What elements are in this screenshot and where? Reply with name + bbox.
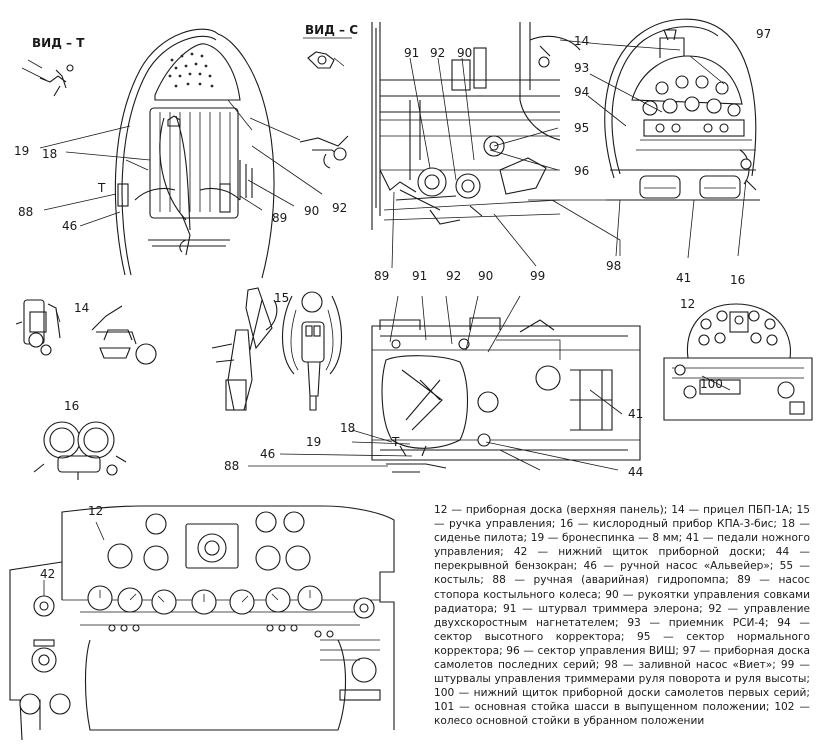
callout-19: 19 xyxy=(14,144,29,158)
callout-14: 14 xyxy=(574,34,589,48)
callout-88: 88 xyxy=(224,459,239,473)
callout-92: 92 xyxy=(430,46,445,60)
callout-97: 97 xyxy=(756,27,771,41)
legend-item: 102 — колесо основной стойки в убранном … xyxy=(434,701,810,728)
legend-item: 12 — приборная доска (верхняя панель); xyxy=(434,504,672,516)
view-c-detail: ВИД – С xyxy=(303,23,358,69)
callout-19: 19 xyxy=(306,435,321,449)
cockpit-floor-plan xyxy=(371,317,641,473)
callout-95: 95 xyxy=(574,121,589,135)
legend-item: 16 — кислородный прибор КПА-3-бис; xyxy=(559,518,782,531)
callout-numbers: 19 18 T 88 46 89 90 92 91 92 90 14 97 93… xyxy=(14,27,771,581)
callout-90: 90 xyxy=(457,46,472,60)
callout-96: 96 xyxy=(574,164,589,178)
legend-item: 15 — ручка управления; xyxy=(434,504,810,531)
callout-41: 41 xyxy=(628,407,643,421)
legend-item: 46 — ручной насос «Альвейер»; xyxy=(583,560,780,573)
callout-mark-t: T xyxy=(391,435,400,449)
oxygen-device xyxy=(33,421,127,480)
legend-item: 18 — сиденье пилота; xyxy=(434,518,810,545)
legend-item: 99 — штурвалы управления триммерами руля… xyxy=(434,659,810,686)
callout-44: 44 xyxy=(628,465,643,479)
callout-92: 92 xyxy=(446,269,461,283)
legend-item: 93 — приемник РСИ-4; xyxy=(627,616,778,629)
callout-41: 41 xyxy=(676,271,691,285)
legend-item: 14 — прицел ПБП-1А; xyxy=(671,504,797,516)
legend-item: 89 — насос стопора костыльного колеса; xyxy=(434,574,810,601)
callout-88: 88 xyxy=(18,205,33,219)
callout-46: 46 xyxy=(62,219,77,233)
legend-item: 92 — управление двухскоростным нагнетате… xyxy=(434,602,810,629)
callout-98: 98 xyxy=(606,259,621,273)
legend-item: 41 — педали ножного управления; xyxy=(434,532,810,559)
callout-mark-t: T xyxy=(97,181,106,195)
legend-item: 97 — приборная доска самолетов последних… xyxy=(434,644,810,672)
legend-item: 42 — нижний щиток приборной доски; xyxy=(513,546,776,559)
callout-89: 89 xyxy=(272,211,287,225)
view-t-detail: ВИД – Т xyxy=(21,36,85,97)
callout-93: 93 xyxy=(574,61,589,75)
callout-99: 99 xyxy=(530,269,545,283)
legend-item: 95 — сектор нормального корректора; xyxy=(434,630,810,657)
callout-92: 92 xyxy=(332,201,347,215)
cockpit-side-section xyxy=(371,22,581,230)
legend-item: 100 — нижний щиток приборной доски самол… xyxy=(434,687,810,700)
leader-lines xyxy=(39,39,747,596)
callout-12: 12 xyxy=(680,297,695,311)
callout-91: 91 xyxy=(412,269,427,283)
legend-text: 12 — приборная доска (верхняя панель); 1… xyxy=(434,503,810,729)
cockpit-canopy-view xyxy=(114,28,349,279)
callout-46: 46 xyxy=(260,447,275,461)
legend-item: 98 — заливной насос «Виет»; xyxy=(604,659,781,672)
callout-16: 16 xyxy=(64,399,79,413)
control-stick-views xyxy=(211,287,343,411)
instrument-panel-late xyxy=(604,18,760,201)
view-c-label: ВИД – С xyxy=(305,23,358,37)
legend-item: 44 — перекрывной бензокран; xyxy=(434,546,810,573)
view-t-label: ВИД – Т xyxy=(32,36,85,50)
callout-42: 42 xyxy=(40,567,55,581)
legend-item: 88 — ручная (аварийная) гидропомпа; xyxy=(492,574,738,587)
instrument-panel-early xyxy=(663,303,813,421)
callout-12: 12 xyxy=(88,504,103,518)
callout-91: 91 xyxy=(404,46,419,60)
legend-item: 90 — рукоятки управления совками радиато… xyxy=(434,588,811,615)
callout-90: 90 xyxy=(304,204,319,218)
legend-item: 96 — сектор управления ВИШ; xyxy=(506,644,683,657)
callout-15: 15 xyxy=(274,291,289,305)
legend-item: 101 — основная стойка шасси в выпущенном… xyxy=(434,701,775,714)
legend-item: 55 — костыль; xyxy=(434,560,810,587)
callout-16: 16 xyxy=(730,273,745,287)
callout-90: 90 xyxy=(478,269,493,283)
legend-item: 91 — штурвал триммера элерона; xyxy=(503,602,709,615)
callout-18: 18 xyxy=(340,421,355,435)
callout-89: 89 xyxy=(374,269,389,283)
legend-item: 94 — сектор высотного корректора; xyxy=(434,616,810,643)
callout-94: 94 xyxy=(574,85,589,99)
callout-100: 100 xyxy=(700,377,723,391)
callout-14: 14 xyxy=(74,301,89,315)
gunsight-details xyxy=(15,299,157,365)
callout-18: 18 xyxy=(42,147,57,161)
instrument-panel-main xyxy=(9,505,395,741)
legend-item: 19 — бронеспинка — 8 мм; xyxy=(530,532,686,545)
